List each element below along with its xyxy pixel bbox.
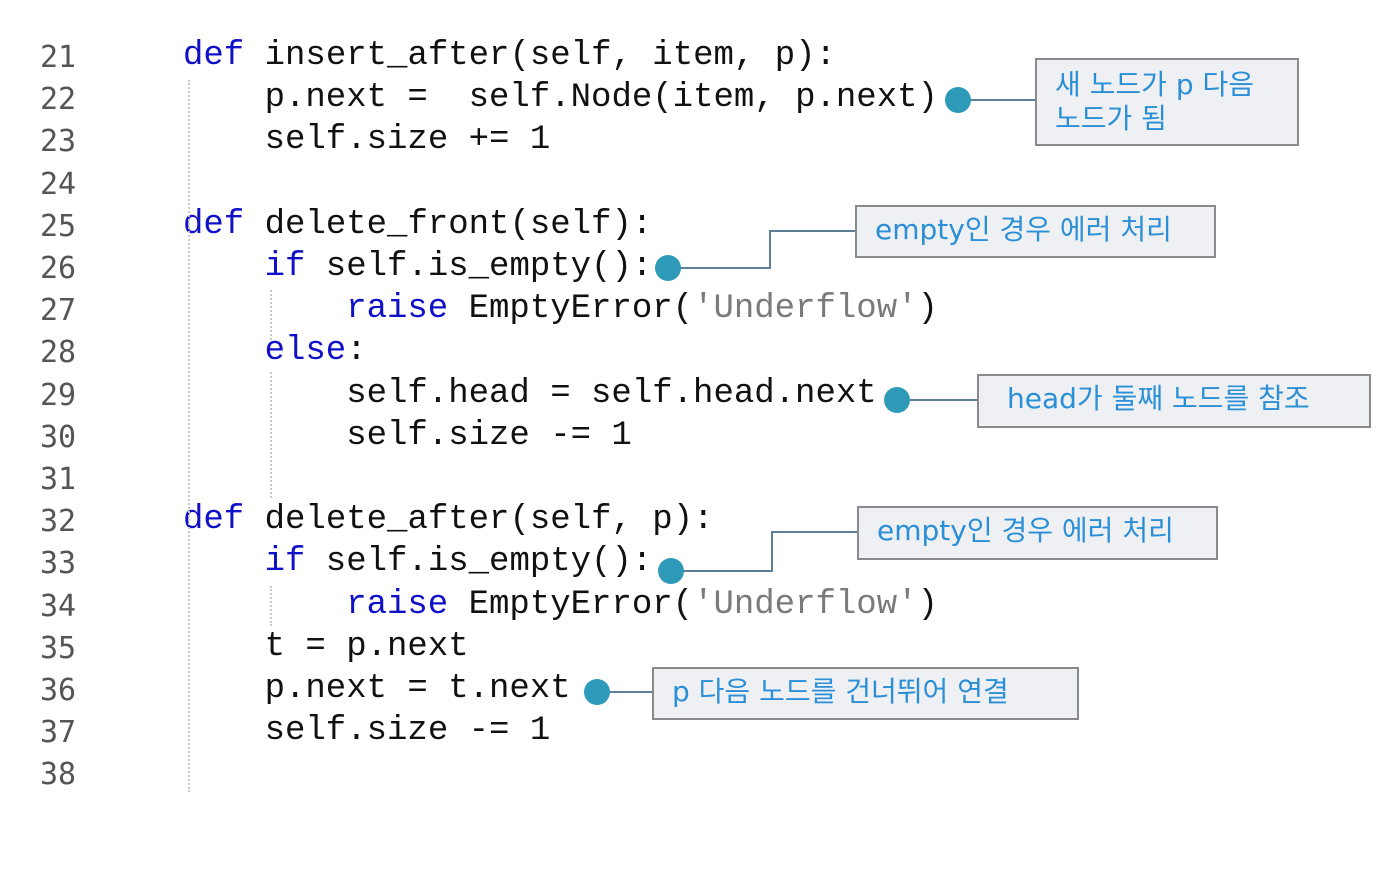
line-number: 32: [40, 504, 77, 540]
code-line: if self.is_empty():: [265, 541, 653, 583]
line-number: 21: [40, 40, 77, 75]
code-text: ): [917, 585, 938, 624]
callout-text: empty인 경우 에러 처리: [875, 213, 1172, 246]
line-number: 27: [40, 293, 77, 329]
line-number: 24: [40, 166, 77, 202]
line-number: 22: [40, 82, 77, 118]
line-number: 38: [40, 757, 77, 793]
connector-line: [671, 531, 857, 572]
line-number: 36: [40, 673, 77, 708]
code-text: self.size -= 1: [346, 416, 632, 455]
code-text: self.is_empty():: [305, 543, 653, 582]
callout-text: empty인 경우 에러 처리: [877, 514, 1174, 547]
indent-guide: [270, 586, 272, 626]
code-text: EmptyError(: [448, 585, 694, 624]
code-line: if self.is_empty():: [265, 246, 653, 288]
indent-guide: [270, 372, 272, 498]
code-line: def delete_after(self, p):: [183, 499, 714, 541]
callout-dot-icon: [655, 255, 681, 281]
code-text: self.size -= 1: [264, 712, 551, 751]
line-number: 37: [40, 715, 77, 751]
callout-text: p 다음 노드를 건너뛰어 연결: [672, 675, 1009, 708]
code-line: self.size -= 1: [346, 415, 632, 457]
code-text: insert_after(self, item, p):: [244, 37, 836, 75]
code-text: EmptyError(: [448, 290, 694, 329]
code-line: else:: [265, 330, 367, 372]
code-line: self.size -= 1: [265, 710, 551, 752]
code-line: self.head = self.head.next: [346, 373, 877, 415]
line-number: 30: [40, 419, 77, 455]
callout-box: empty인 경우 에러 처리: [855, 205, 1216, 258]
string-literal: 'Underflow': [693, 585, 918, 624]
line-number: 25: [40, 208, 77, 244]
code-text: ): [917, 290, 938, 329]
code-text: :: [346, 332, 367, 371]
code-text: t = p.next: [264, 627, 469, 666]
keyword: def: [183, 501, 245, 540]
code-text: self.size += 1: [264, 121, 551, 160]
line-number: 33: [40, 546, 77, 582]
code-text: p.next = t.next: [264, 670, 571, 708]
line-number: 23: [40, 124, 77, 160]
code-text: self.is_empty():: [305, 248, 653, 286]
code-line: t = p.next: [265, 626, 469, 668]
code-line: def delete_front(self):: [183, 204, 652, 246]
callout-dot-icon: [945, 87, 971, 113]
line-number: 29: [40, 377, 77, 413]
keyword: def: [183, 205, 245, 244]
code-line: raise EmptyError('Underflow'): [346, 288, 938, 330]
code-text: delete_after(self, p):: [244, 501, 714, 540]
keyword: raise: [346, 585, 449, 624]
code-line: p.next = self.Node(item, p.next): [265, 77, 938, 119]
callout-text: 새 노드가 p 다음 노드가 됨: [1055, 68, 1255, 135]
callout-box: 새 노드가 p 다음 노드가 됨: [1035, 58, 1299, 146]
code-line: raise EmptyError('Underflow'): [346, 584, 938, 626]
code-line: def insert_after(self, item, p):: [183, 35, 836, 77]
callout-dot-icon: [658, 558, 684, 584]
line-number: 35: [40, 630, 77, 666]
callout-dot-icon: [584, 679, 610, 705]
keyword: raise: [346, 290, 449, 329]
callout-box: p 다음 노드를 건너뛰어 연결: [652, 667, 1079, 720]
code-line: self.size += 1: [265, 119, 551, 161]
code-line: p.next = t.next: [265, 668, 571, 710]
indent-guide: [188, 80, 190, 792]
string-literal: 'Underflow': [693, 290, 918, 329]
callout-dot-icon: [884, 387, 910, 413]
keyword: def: [183, 37, 245, 75]
keyword: if: [264, 248, 306, 286]
callout-box: head가 둘째 노드를 참조: [977, 374, 1371, 428]
code-text: self.head = self.head.next: [346, 374, 877, 413]
line-number: 34: [40, 588, 77, 624]
code-text: delete_front(self):: [244, 205, 653, 244]
line-number: 31: [40, 462, 77, 497]
callout-box: empty인 경우 에러 처리: [857, 506, 1218, 560]
code-text: p.next = self.Node(item, p.next): [264, 79, 938, 118]
line-number: 28: [40, 335, 77, 371]
keyword: else: [264, 332, 347, 371]
indent-guide: [270, 290, 272, 340]
keyword: if: [264, 543, 306, 582]
line-number: 26: [40, 251, 77, 286]
connector-line: [668, 230, 855, 269]
callout-text: head가 둘째 노드를 참조: [1007, 382, 1310, 415]
